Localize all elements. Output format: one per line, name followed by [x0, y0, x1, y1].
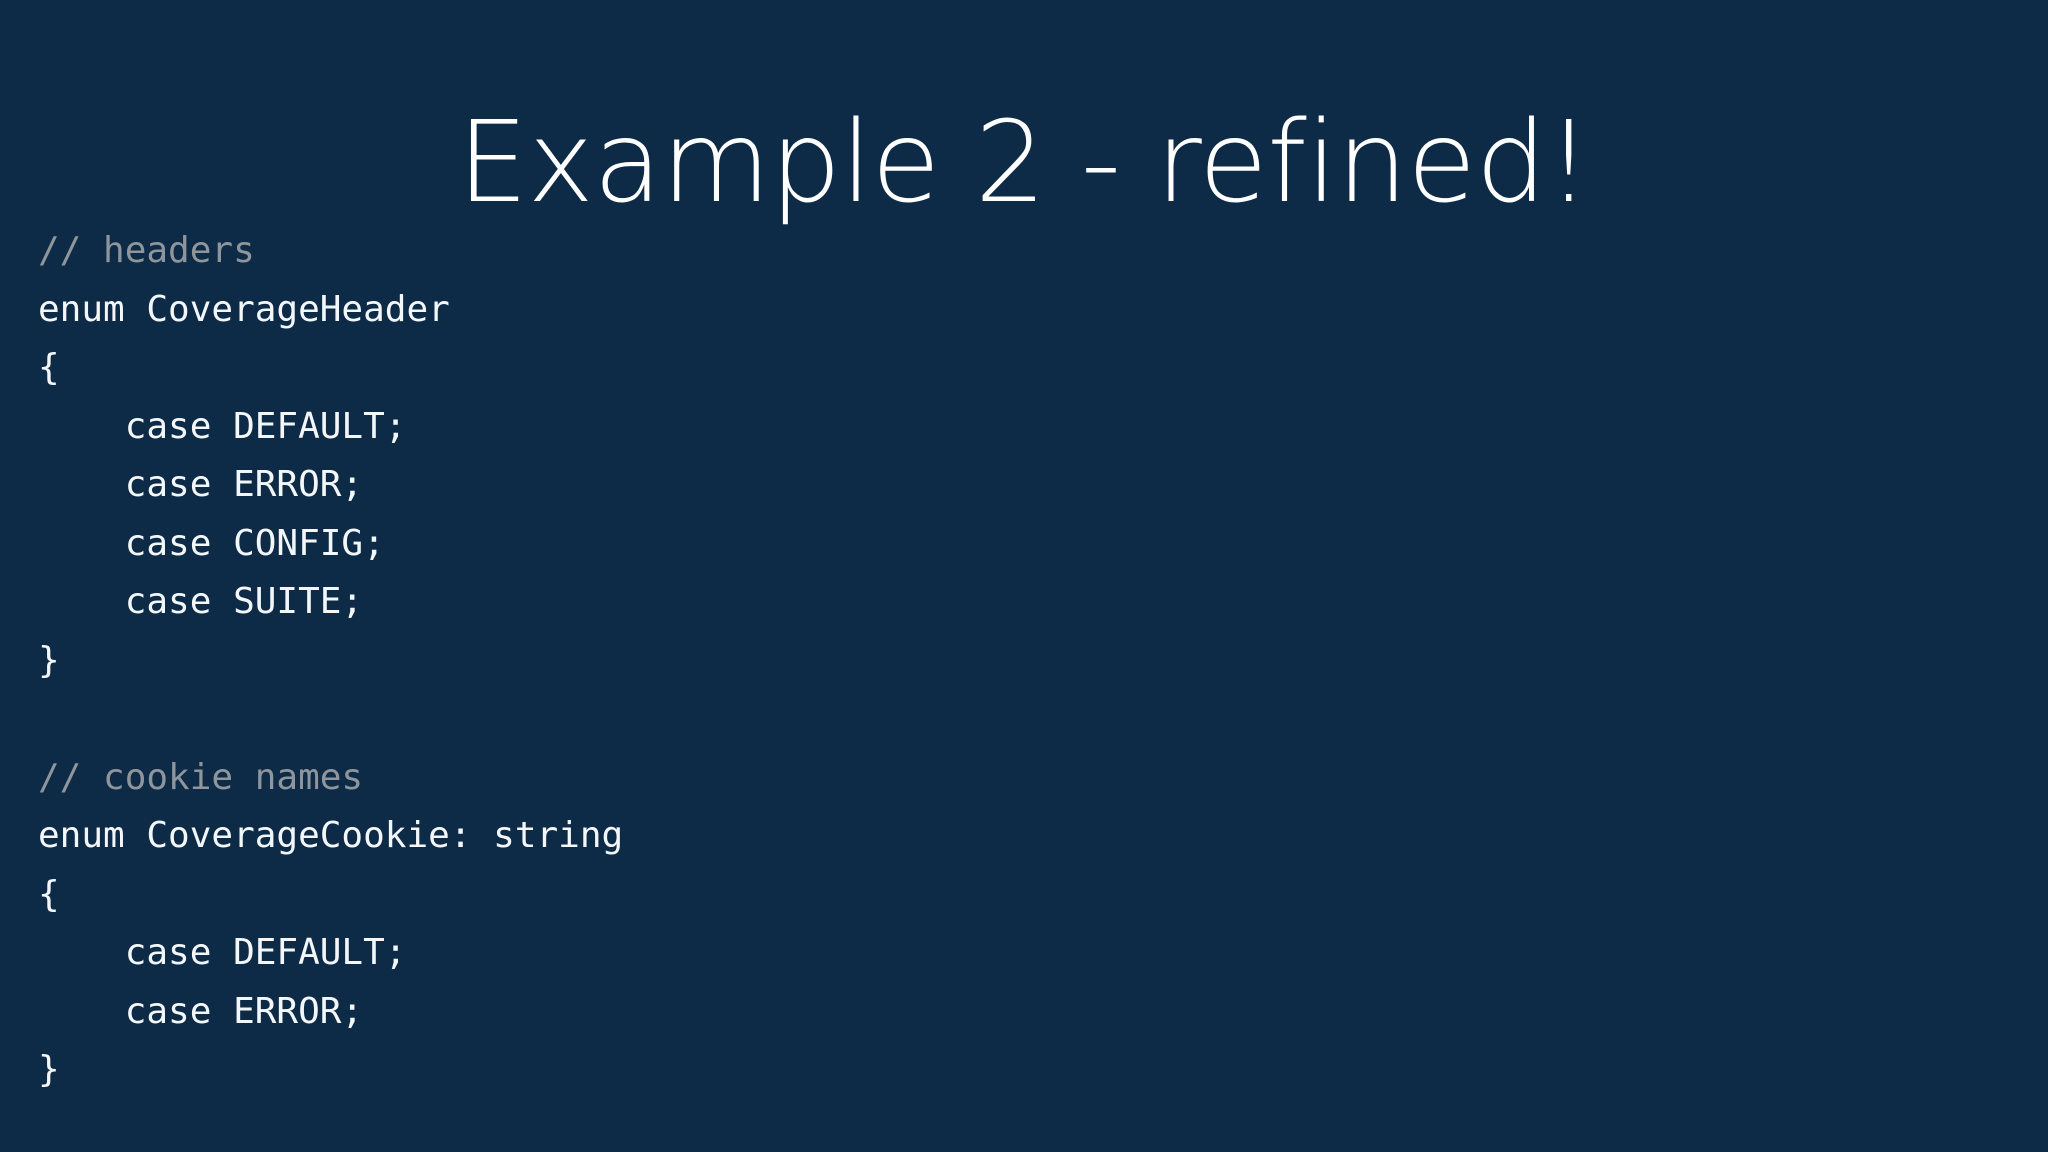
- code-text: case ERROR;: [38, 464, 364, 505]
- code-line: // cookie names: [38, 749, 1998, 808]
- code-text: case DEFAULT;: [38, 405, 407, 447]
- code-text: case CONFIG;: [38, 522, 385, 564]
- code-line: enum CoverageHeader: [38, 281, 1998, 340]
- code-text: enum CoverageCookie: string: [38, 815, 624, 856]
- code-line: case SUITE;: [38, 573, 1998, 632]
- code-text: [38, 698, 60, 739]
- code-text: enum CoverageHeader: [38, 288, 450, 330]
- code-text: case DEFAULT;: [38, 932, 407, 973]
- code-text: {: [38, 347, 60, 388]
- code-comment: // cookie names: [38, 756, 364, 798]
- code-text: }: [38, 1049, 60, 1090]
- code-line: case DEFAULT;: [38, 398, 1998, 457]
- code-block: // headers enum CoverageHeader { case DEFA…: [38, 222, 1998, 1100]
- code-line: enum CoverageCookie: string: [38, 807, 1998, 866]
- code-text: }: [38, 639, 60, 681]
- code-text: {: [38, 873, 60, 915]
- code-comment: // headers: [38, 230, 255, 271]
- code-text: case ERROR;: [38, 990, 364, 1032]
- code-line: }: [38, 632, 1998, 691]
- code-line: [38, 690, 1998, 749]
- code-line: {: [38, 866, 1998, 925]
- code-line: // headers: [38, 222, 1998, 281]
- code-line: case ERROR;: [38, 983, 1998, 1042]
- code-line: case DEFAULT;: [38, 924, 1998, 983]
- page-title: Example 2 - refined!: [457, 98, 1591, 229]
- code-line: }: [38, 1041, 1998, 1100]
- code-line: {: [38, 339, 1998, 398]
- code-line: case ERROR;: [38, 456, 1998, 515]
- code-text: case SUITE;: [38, 581, 364, 622]
- code-line: case CONFIG;: [38, 515, 1998, 574]
